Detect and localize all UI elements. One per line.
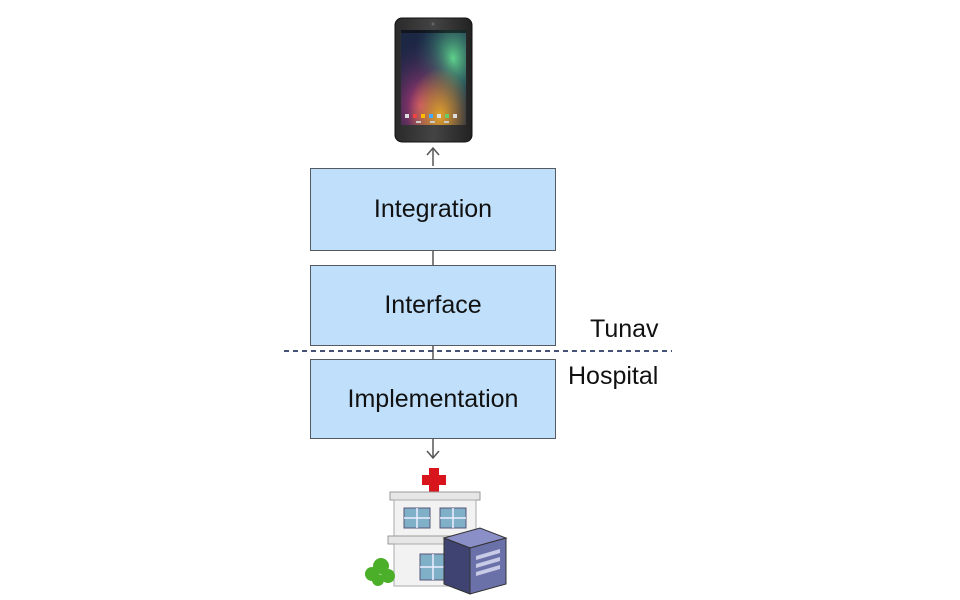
lower-zone-label: Hospital xyxy=(568,362,659,390)
upper-zone-label: Tunav xyxy=(590,315,659,343)
implementation-layer-label: Implementation xyxy=(347,384,519,413)
interface-layer-box: Interface xyxy=(310,265,556,346)
implementation-layer-box: Implementation xyxy=(310,359,556,439)
arrow-down-head xyxy=(426,450,440,460)
connector-lines xyxy=(426,146,440,460)
red-cross-icon xyxy=(422,468,446,492)
interface-layer-label: Interface xyxy=(384,291,482,319)
tablet-icon xyxy=(394,17,473,143)
server-icon xyxy=(442,527,508,595)
integration-layer-box: Integration xyxy=(310,168,556,251)
arrow-up-head xyxy=(426,146,440,156)
hospital-server-icon xyxy=(365,468,508,595)
integration-layer-label: Integration xyxy=(373,195,493,223)
